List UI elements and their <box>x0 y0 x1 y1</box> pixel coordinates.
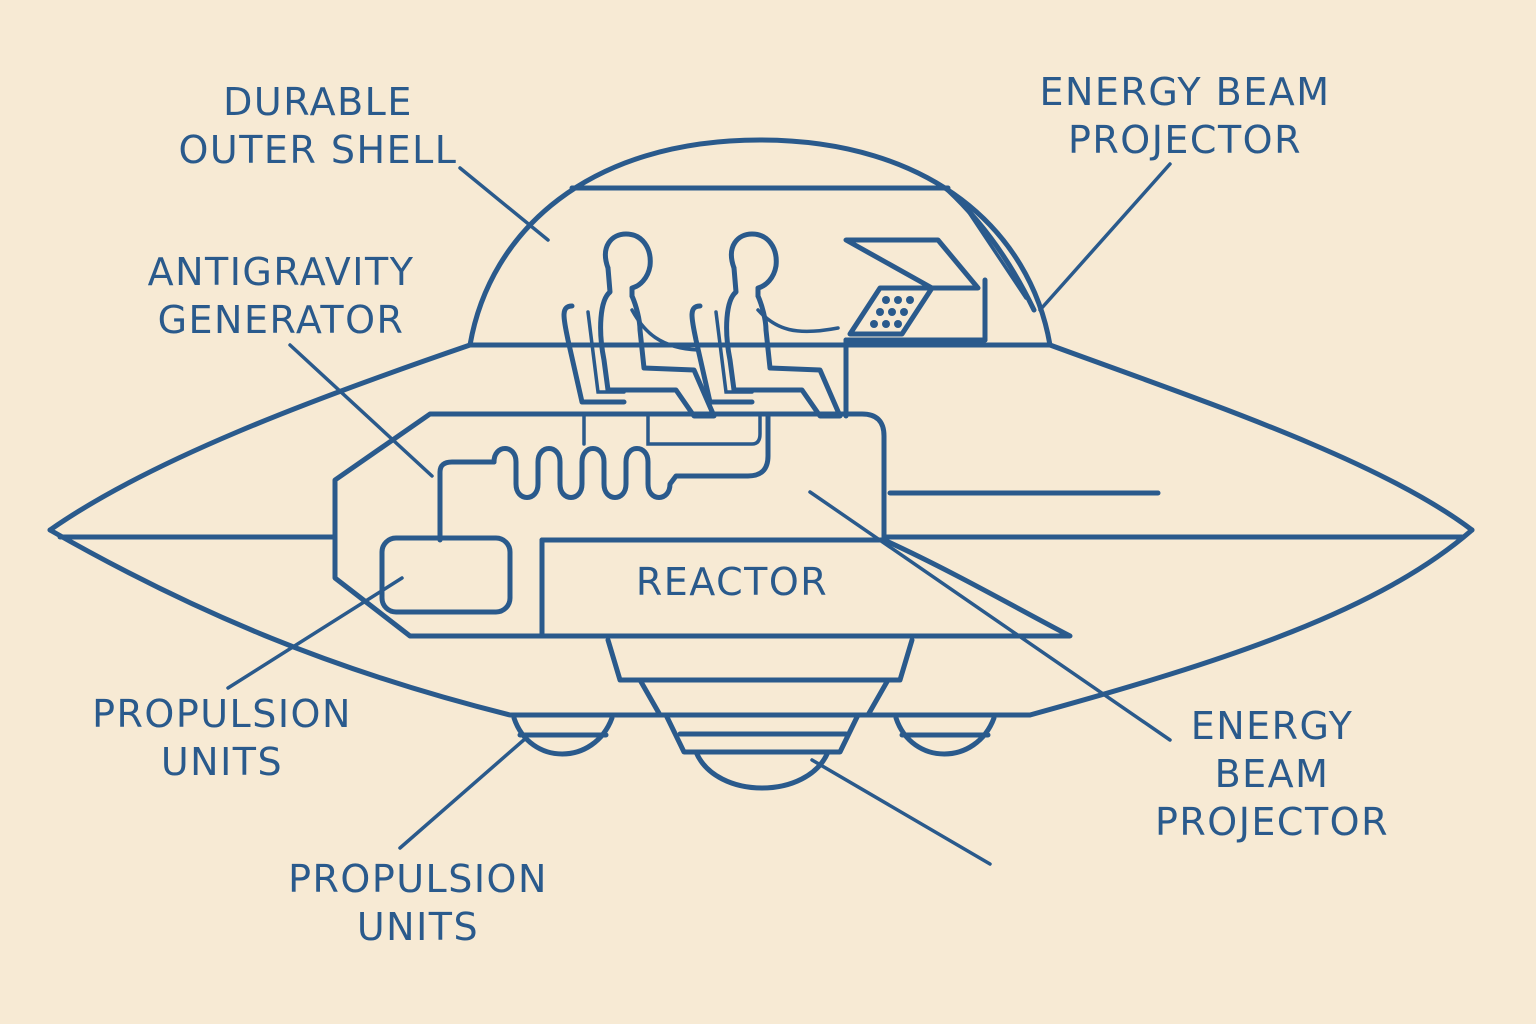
dome-window-glass <box>945 187 1037 313</box>
leader-energy-beam-bottom-2 <box>810 758 992 866</box>
label-outer-shell-line-2: OUTER SHELL <box>178 128 458 172</box>
underside-stack <box>511 637 997 791</box>
console-screen <box>843 237 981 291</box>
label-propulsion-bottom-line-2: UNITS <box>356 905 480 949</box>
control-console <box>843 237 988 419</box>
label-propulsion-left-line-1: PROPULSION <box>92 692 352 736</box>
label-propulsion-units-left: PROPULSION UNITS <box>82 690 362 786</box>
label-propulsion-bottom-line-1: PROPULSION <box>288 857 548 901</box>
pilot-left-head <box>602 231 653 299</box>
engine-bay-housing <box>332 411 887 639</box>
generator-tube <box>437 459 497 543</box>
label-antigravity-generator: ANTIGRAVITY GENERATOR <box>136 248 426 344</box>
label-antigravity-line-1: ANTIGRAVITY <box>147 250 415 294</box>
propulsion-pod-left <box>511 715 615 757</box>
label-propulsion-units-bottom: PROPULSION UNITS <box>278 855 558 951</box>
leader-energy-beam-top <box>1038 162 1172 312</box>
label-energy-beam-bottom-line-3: PROJECTOR <box>1154 800 1389 844</box>
leader-propulsion-left <box>226 576 404 690</box>
pilot-right-body <box>724 265 843 419</box>
label-energy-beam-top-line-1: ENERGY BEAM <box>1039 70 1331 114</box>
pilot-left-arm <box>630 308 700 352</box>
label-durable-outer-shell: DURABLE OUTER SHELL <box>168 78 468 174</box>
engine-bay <box>332 411 1073 639</box>
cockpit-dome <box>467 137 1053 348</box>
seat-right <box>689 303 755 405</box>
pilot-right <box>724 231 843 419</box>
pilot-left <box>598 231 717 419</box>
generator-coil <box>491 413 771 500</box>
pilot-right-head <box>728 231 779 299</box>
antigravity-generator-unit <box>379 535 513 615</box>
console-keypad <box>847 285 935 337</box>
energy-beam-emitter <box>693 749 831 791</box>
stack-tier-1 <box>605 637 915 683</box>
pilot-left-body <box>598 265 717 419</box>
label-energy-beam-bottom-line-2: BEAM <box>1214 752 1330 796</box>
label-energy-beam-top-line-2: PROJECTOR <box>1067 118 1302 162</box>
label-energy-beam-projector-top: ENERGY BEAM PROJECTOR <box>1030 68 1340 164</box>
reactor-chamber <box>539 537 1073 639</box>
hull-upper-outline <box>47 342 1475 533</box>
leader-energy-beam-bottom-1 <box>808 490 1172 742</box>
leader-outer-shell <box>458 166 550 242</box>
label-reactor-text: REACTOR <box>635 560 829 604</box>
coolant-pipe <box>582 414 762 446</box>
propulsion-pod-right <box>893 715 997 757</box>
pilot-right-arm <box>756 308 840 334</box>
leader-antigravity <box>288 343 434 478</box>
saucer-hull <box>47 342 1475 718</box>
console-keypad-buttons <box>870 296 914 328</box>
label-propulsion-left-line-2: UNITS <box>160 740 284 784</box>
stack-tier-3 <box>663 712 861 755</box>
label-antigravity-line-2: GENERATOR <box>157 298 405 342</box>
leader-propulsion-bottom <box>398 736 528 850</box>
label-reactor: REACTOR <box>612 558 852 606</box>
stack-tier-2 <box>637 677 891 718</box>
label-outer-shell-line-1: DURABLE <box>223 80 413 124</box>
leader-lines <box>226 162 1172 866</box>
label-energy-beam-projector-bottom: ENERGY BEAM PROJECTOR <box>1140 702 1404 846</box>
dome-window-glass-inner <box>962 203 1028 300</box>
crew-seats <box>561 303 755 405</box>
dome-outline <box>467 137 1053 348</box>
label-energy-beam-bottom-line-1: ENERGY <box>1190 704 1354 748</box>
seat-left <box>561 303 627 405</box>
